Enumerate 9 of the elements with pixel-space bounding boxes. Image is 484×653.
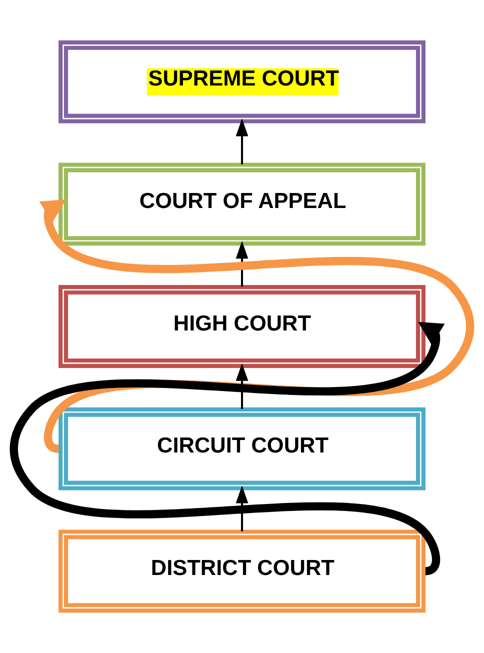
arrow	[236, 363, 248, 409]
node-box: HIGH COURT	[58, 285, 426, 368]
arrow	[236, 486, 248, 532]
node-box: CIRCUIT COURT	[58, 407, 426, 490]
arrow	[39, 200, 474, 452]
node-box: DISTRICT COURT	[58, 530, 426, 613]
arrow	[10, 322, 445, 575]
node-box: COURT OF APPEAL	[58, 162, 426, 246]
arrow	[236, 118, 248, 164]
